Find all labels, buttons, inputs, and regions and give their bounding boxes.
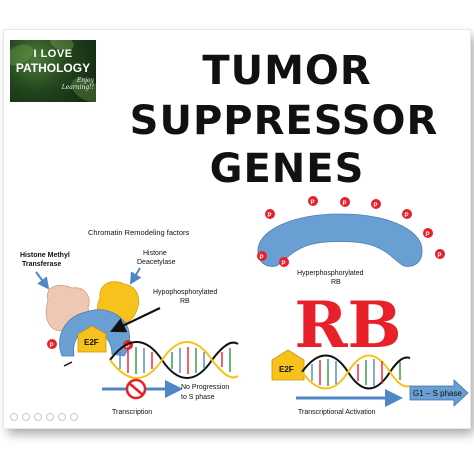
e2f-shape-right <box>271 349 305 381</box>
phosphate-label: P <box>311 200 315 206</box>
control-icon[interactable] <box>10 413 18 421</box>
hypophosphorylated-arrow <box>110 307 161 333</box>
dna-tail-left <box>63 361 73 367</box>
phosphate-label: P <box>426 232 430 238</box>
phosphate-label: P <box>268 213 272 219</box>
phosphate-label: P <box>374 203 378 209</box>
g1-s-phase-arrow <box>409 379 469 407</box>
title-line-1: TUMOR <box>202 48 372 94</box>
phosphate-label: P <box>126 344 130 350</box>
histone-deacetylase-label-2: Deacetylase <box>137 259 176 266</box>
hyperphosphorylated-label-2: RB <box>331 279 341 286</box>
control-icon[interactable] <box>58 413 66 421</box>
g1-s-phase-label: G1 – S phase <box>413 389 462 398</box>
e2f-shape-left <box>77 325 107 353</box>
transcriptional-activation-label: Transcriptional Activation <box>298 409 376 416</box>
dna-helix-left <box>109 341 239 379</box>
histone-deacetylase-arrow <box>129 267 142 285</box>
e2f-label-right: E2F <box>279 365 294 374</box>
transcription-label: Transcription <box>112 409 152 416</box>
phosphate-label: P <box>438 253 442 259</box>
histone-methyl-label-2: Transferase <box>22 261 61 268</box>
logo-text-line2: PATHOLOGY <box>15 61 91 75</box>
no-progression-label-1: No Progression <box>181 384 229 391</box>
phosphate-label: P <box>50 343 54 349</box>
phosphate-label: P <box>282 261 286 267</box>
i-love-pathology-logo: I LOVE PATHOLOGY Enjoy Learning!! <box>10 40 96 102</box>
phosphate-icon <box>47 339 57 349</box>
control-icon[interactable] <box>70 413 78 421</box>
phosphate-label: P <box>260 255 264 261</box>
phosphate-group-right <box>257 196 445 267</box>
control-icon[interactable] <box>22 413 30 421</box>
phosphate-label: P <box>343 201 347 207</box>
logo-tagline: Enjoy Learning!! <box>61 77 94 91</box>
histone-methyl-label-1: Histone Methyl <box>20 252 70 259</box>
logo-text-line1: I LOVE <box>33 48 73 60</box>
hypophosphorylated-label-2: RB <box>180 298 190 305</box>
control-icon[interactable] <box>34 413 42 421</box>
rb-large-text: RB <box>294 288 401 363</box>
hypophosphorylated-label-1: Hypophosphorylated <box>153 289 217 296</box>
chromatin-remodeling-label: Chromatin Remodeling factors <box>88 228 190 237</box>
no-progression-label-2: to S phase <box>181 394 215 401</box>
phosphate-label: P <box>405 213 409 219</box>
slide-control-icons <box>10 413 78 421</box>
title-line-2: SUPPRESSOR <box>129 98 439 144</box>
block-icon-slash <box>128 382 144 396</box>
histone-methyl-arrow <box>35 271 50 290</box>
e2f-label-left: E2F <box>84 338 99 347</box>
control-icon[interactable] <box>46 413 54 421</box>
histone-deacetylase-label-1: Histone <box>143 250 167 257</box>
dna-helix-right <box>301 354 411 390</box>
hyperphosphorylated-label-1: Hyperphosphorylated <box>297 270 364 277</box>
title-line-3: GENES <box>209 146 365 192</box>
